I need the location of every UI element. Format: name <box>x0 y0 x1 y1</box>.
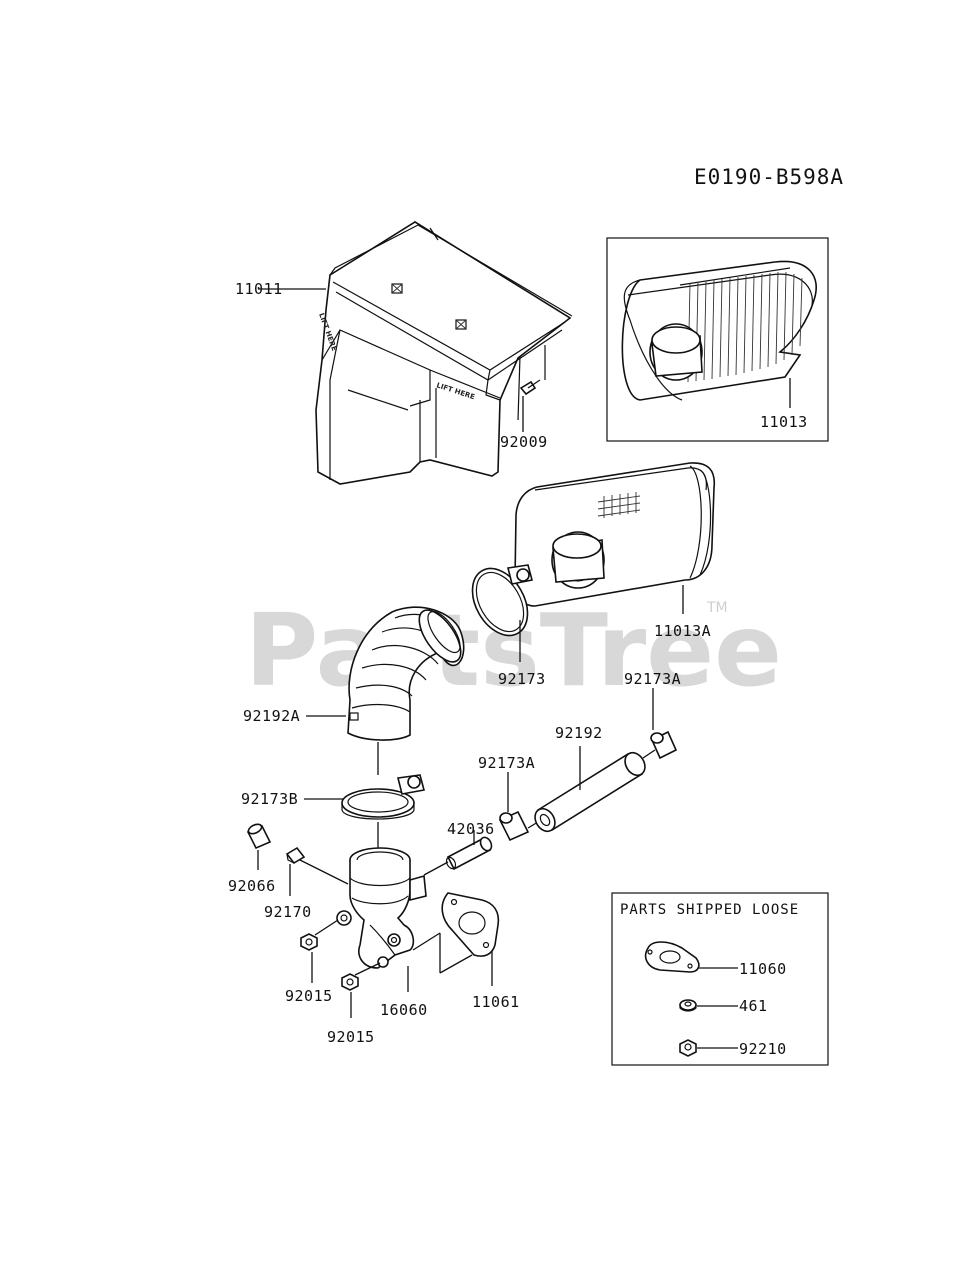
clamp-92173-part[interactable] <box>461 559 539 645</box>
callout-92170[interactable]: 92170 <box>264 903 312 921</box>
loose-part-11060[interactable]: 11060 <box>739 960 787 978</box>
air-filter-precleaner-part[interactable] <box>514 462 716 607</box>
callout-16060[interactable]: 16060 <box>380 1001 428 1019</box>
callout-11061[interactable]: 11061 <box>472 993 520 1011</box>
plug-92066-part[interactable] <box>246 822 272 850</box>
watermark-trademark: TM <box>706 600 728 616</box>
callout-92173A-mid[interactable]: 92173A <box>478 754 535 772</box>
callout-92173A-top[interactable]: 92173A <box>624 670 681 688</box>
callout-11013[interactable]: 11013 <box>760 413 808 431</box>
gasket-11061-part[interactable] <box>441 892 500 957</box>
nut-92210-part[interactable] <box>679 1039 697 1057</box>
loose-part-92210[interactable]: 92210 <box>739 1040 787 1058</box>
callout-11013A[interactable]: 11013A <box>654 622 711 640</box>
element-detail-box <box>606 237 829 442</box>
callout-92009[interactable]: 92009 <box>500 433 548 451</box>
clamp-92173A-upper-part[interactable] <box>650 730 678 760</box>
clamp-92173A-lower-part[interactable] <box>498 810 530 842</box>
callout-92015-lower[interactable]: 92015 <box>327 1028 375 1046</box>
air-filter-element-part[interactable] <box>621 260 817 401</box>
washer-461-part[interactable] <box>679 999 697 1012</box>
callout-92066[interactable]: 92066 <box>228 877 276 895</box>
callout-92173[interactable]: 92173 <box>498 670 546 688</box>
carburetor-holder-part[interactable] <box>336 847 427 969</box>
loose-parts-title: PARTS SHIPPED LOOSE <box>620 902 799 918</box>
nut-92015-upper-part[interactable] <box>300 933 318 951</box>
callout-11011[interactable]: 11011 <box>235 280 283 298</box>
loose-part-461[interactable]: 461 <box>739 997 768 1015</box>
callout-92192[interactable]: 92192 <box>555 724 603 742</box>
loose-parts-box <box>611 892 829 1066</box>
callout-92015-upper[interactable]: 92015 <box>285 987 333 1005</box>
callout-92173B[interactable]: 92173B <box>241 790 298 808</box>
callout-42036[interactable]: 42036 <box>447 820 495 838</box>
pipe-42036-part[interactable] <box>445 835 494 871</box>
hose-92192-part[interactable] <box>531 749 649 835</box>
diagram-code: E0190-B598A <box>694 165 844 189</box>
gasket-11060-part[interactable] <box>644 941 700 973</box>
screw-92009-part[interactable] <box>519 379 541 396</box>
nut-92015-lower-part[interactable] <box>341 973 359 991</box>
clamp-92173B-part[interactable] <box>341 774 425 820</box>
clip-92170-part[interactable] <box>285 846 306 865</box>
callout-92192A[interactable]: 92192A <box>243 707 300 725</box>
elbow-hose-part[interactable] <box>347 603 469 741</box>
